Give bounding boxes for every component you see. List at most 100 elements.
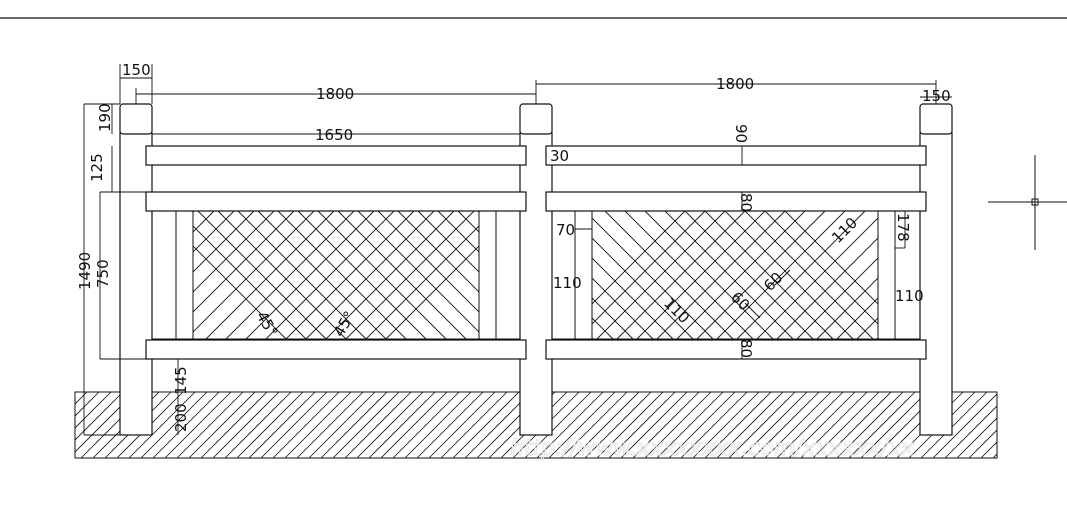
board-line	[285, 211, 415, 339]
dim-panel-height: 750	[94, 259, 112, 288]
board-line	[397, 211, 479, 293]
hatch-line	[392, 392, 460, 458]
hatch-line	[188, 392, 256, 458]
board-line	[696, 211, 826, 339]
hatch-line	[380, 392, 448, 458]
board-line	[317, 211, 447, 339]
dim-board-110-right: 110	[895, 287, 924, 305]
board-line	[636, 211, 766, 339]
board-line	[437, 211, 479, 253]
angle-left-b: 45°	[330, 308, 359, 340]
board-line	[616, 211, 746, 339]
posts	[119, 103, 953, 436]
dim-frame-70: 70	[556, 221, 575, 239]
board-line	[417, 211, 479, 273]
panel-left	[151, 210, 521, 340]
hatch-line	[680, 392, 748, 458]
board-line	[337, 211, 467, 339]
board-line	[957, 211, 1067, 339]
board-line	[897, 211, 1025, 339]
top-rail-left	[145, 145, 527, 166]
board-line	[365, 225, 479, 339]
board-line	[385, 211, 513, 339]
board-line	[836, 297, 878, 339]
hatch-line	[428, 392, 496, 458]
hatch-line	[764, 392, 832, 458]
panel-right	[385, 210, 1067, 340]
dim-offset-30: 30	[550, 147, 569, 165]
dimension-labels: 150 1800 1800 150 1650 30 70 110 110 190…	[76, 61, 951, 432]
board-line	[237, 211, 367, 339]
hatch-line	[800, 392, 868, 458]
board-line	[592, 217, 714, 339]
board-line	[624, 211, 754, 339]
board-line	[405, 211, 533, 339]
post-left	[119, 132, 153, 436]
board-line	[592, 211, 686, 305]
hatch-line	[860, 392, 928, 458]
dim-span-left: 1800	[316, 85, 354, 103]
hatch-line	[284, 392, 352, 458]
hatch-line	[836, 392, 904, 458]
hatch-line	[1005, 392, 1067, 458]
post-right	[919, 132, 953, 436]
board-line	[592, 257, 674, 339]
board-line	[297, 211, 427, 339]
dim-top-width-right: 150	[922, 87, 951, 105]
watermark-text: http://www.xxxxxxxx.com/xxxxxx/xx	[510, 436, 915, 461]
board-line	[592, 211, 706, 325]
board-line	[592, 237, 694, 339]
hatch-line	[548, 392, 616, 458]
hatch-line	[824, 392, 892, 458]
board-line	[604, 211, 734, 339]
mid-rail-right	[545, 191, 927, 212]
hatch-line	[704, 392, 772, 458]
post-cap-right	[919, 103, 953, 135]
board-line	[193, 211, 315, 333]
board-line	[704, 211, 834, 339]
hatch-line	[740, 392, 808, 458]
board-line	[205, 211, 335, 339]
board-line	[193, 211, 255, 273]
dim-top-width-left: 150	[122, 61, 151, 79]
dim-board-110-left: 110	[553, 274, 582, 292]
board-line	[776, 237, 878, 339]
board-line	[736, 211, 866, 339]
hatch-line	[980, 441, 997, 458]
hatch-line	[968, 429, 997, 458]
board-line	[385, 245, 479, 339]
hatch-line	[152, 392, 220, 458]
hatch-line	[1053, 392, 1067, 458]
dim-span-right: 1800	[716, 75, 754, 93]
board-line	[684, 211, 814, 339]
hatch-line	[668, 392, 736, 458]
board-line	[277, 211, 407, 339]
hatch-line	[932, 393, 997, 458]
dim-panel-178: 178	[894, 213, 912, 242]
hatch-line	[848, 392, 916, 458]
board-line	[245, 211, 375, 339]
dimension-lines	[83, 64, 952, 436]
hatch-line	[212, 392, 280, 458]
hatch-line	[224, 392, 292, 458]
board-line	[193, 211, 275, 293]
hatch-line	[1041, 392, 1067, 458]
board-line	[197, 211, 327, 339]
hatch-line	[596, 392, 664, 458]
hatch-line	[1017, 392, 1067, 458]
hatch-line	[572, 392, 640, 458]
dim-rail-80-top: 80	[737, 193, 755, 212]
hatch-line	[332, 392, 400, 458]
board-line	[193, 211, 235, 253]
board-line	[784, 211, 878, 305]
hatch-line	[608, 392, 676, 458]
post-middle	[519, 132, 553, 436]
board-line	[764, 211, 878, 325]
board-line	[744, 211, 874, 339]
hatch-line	[140, 392, 208, 458]
hatch-line	[920, 392, 988, 458]
post-cap-middle	[519, 103, 553, 135]
dim-embed-200: 200	[172, 403, 190, 432]
board-line	[676, 211, 806, 339]
